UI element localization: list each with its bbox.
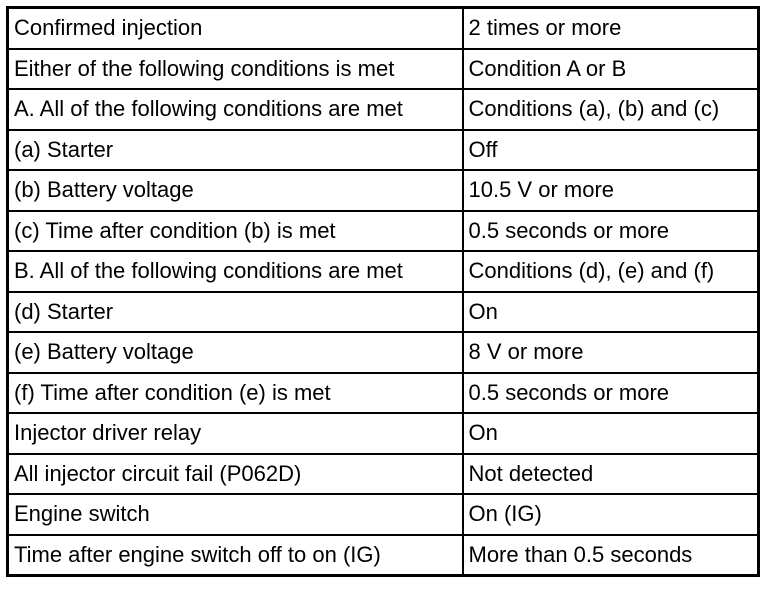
- item-cell: (a) Starter: [6, 128, 464, 171]
- item-cell: B. All of the following conditions are m…: [6, 250, 464, 293]
- table-row: B. All of the following conditions are m…: [6, 250, 760, 293]
- item-cell: A. All of the following conditions are m…: [6, 88, 464, 131]
- condition-cell: Condition A or B: [461, 47, 760, 90]
- condition-cell: Conditions (a), (b) and (c): [461, 88, 760, 131]
- conditions-table: Confirmed injection 2 times or more Eith…: [6, 6, 760, 577]
- conditions-table-container: Confirmed injection 2 times or more Eith…: [6, 6, 760, 577]
- item-cell: (c) Time after condition (b) is met: [6, 209, 464, 252]
- item-cell: (f) Time after condition (e) is met: [6, 371, 464, 414]
- table-row: (c) Time after condition (b) is met 0.5 …: [6, 209, 760, 252]
- item-cell: (e) Battery voltage: [6, 331, 464, 374]
- table-row: (a) Starter Off: [6, 128, 760, 171]
- item-cell: (d) Starter: [6, 290, 464, 333]
- table-row: (d) Starter On: [6, 290, 760, 333]
- table-row: Confirmed injection 2 times or more: [6, 6, 760, 50]
- table-row: Injector driver relay On: [6, 412, 760, 455]
- table-row: Engine switch On (IG): [6, 493, 760, 536]
- table-row: A. All of the following conditions are m…: [6, 88, 760, 131]
- table-row: (e) Battery voltage 8 V or more: [6, 331, 760, 374]
- item-cell: Time after engine switch off to on (IG): [6, 533, 464, 577]
- condition-cell: Conditions (d), (e) and (f): [461, 250, 760, 293]
- condition-cell: 8 V or more: [461, 331, 760, 374]
- condition-cell: On: [461, 412, 760, 455]
- item-cell: Engine switch: [6, 493, 464, 536]
- item-cell: Confirmed injection: [6, 6, 464, 50]
- item-cell: Injector driver relay: [6, 412, 464, 455]
- condition-cell: Not detected: [461, 452, 760, 495]
- condition-cell: On (IG): [461, 493, 760, 536]
- condition-cell: On: [461, 290, 760, 333]
- table-row: (b) Battery voltage 10.5 V or more: [6, 169, 760, 212]
- table-row: Either of the following conditions is me…: [6, 47, 760, 90]
- condition-cell: 10.5 V or more: [461, 169, 760, 212]
- table-row: Time after engine switch off to on (IG) …: [6, 533, 760, 577]
- condition-cell: 2 times or more: [461, 6, 760, 50]
- item-cell: (b) Battery voltage: [6, 169, 464, 212]
- item-cell: All injector circuit fail (P062D): [6, 452, 464, 495]
- table-row: (f) Time after condition (e) is met 0.5 …: [6, 371, 760, 414]
- condition-cell: 0.5 seconds or more: [461, 371, 760, 414]
- condition-cell: 0.5 seconds or more: [461, 209, 760, 252]
- condition-cell: Off: [461, 128, 760, 171]
- condition-cell: More than 0.5 seconds: [461, 533, 760, 577]
- item-cell: Either of the following conditions is me…: [6, 47, 464, 90]
- table-row: All injector circuit fail (P062D) Not de…: [6, 452, 760, 495]
